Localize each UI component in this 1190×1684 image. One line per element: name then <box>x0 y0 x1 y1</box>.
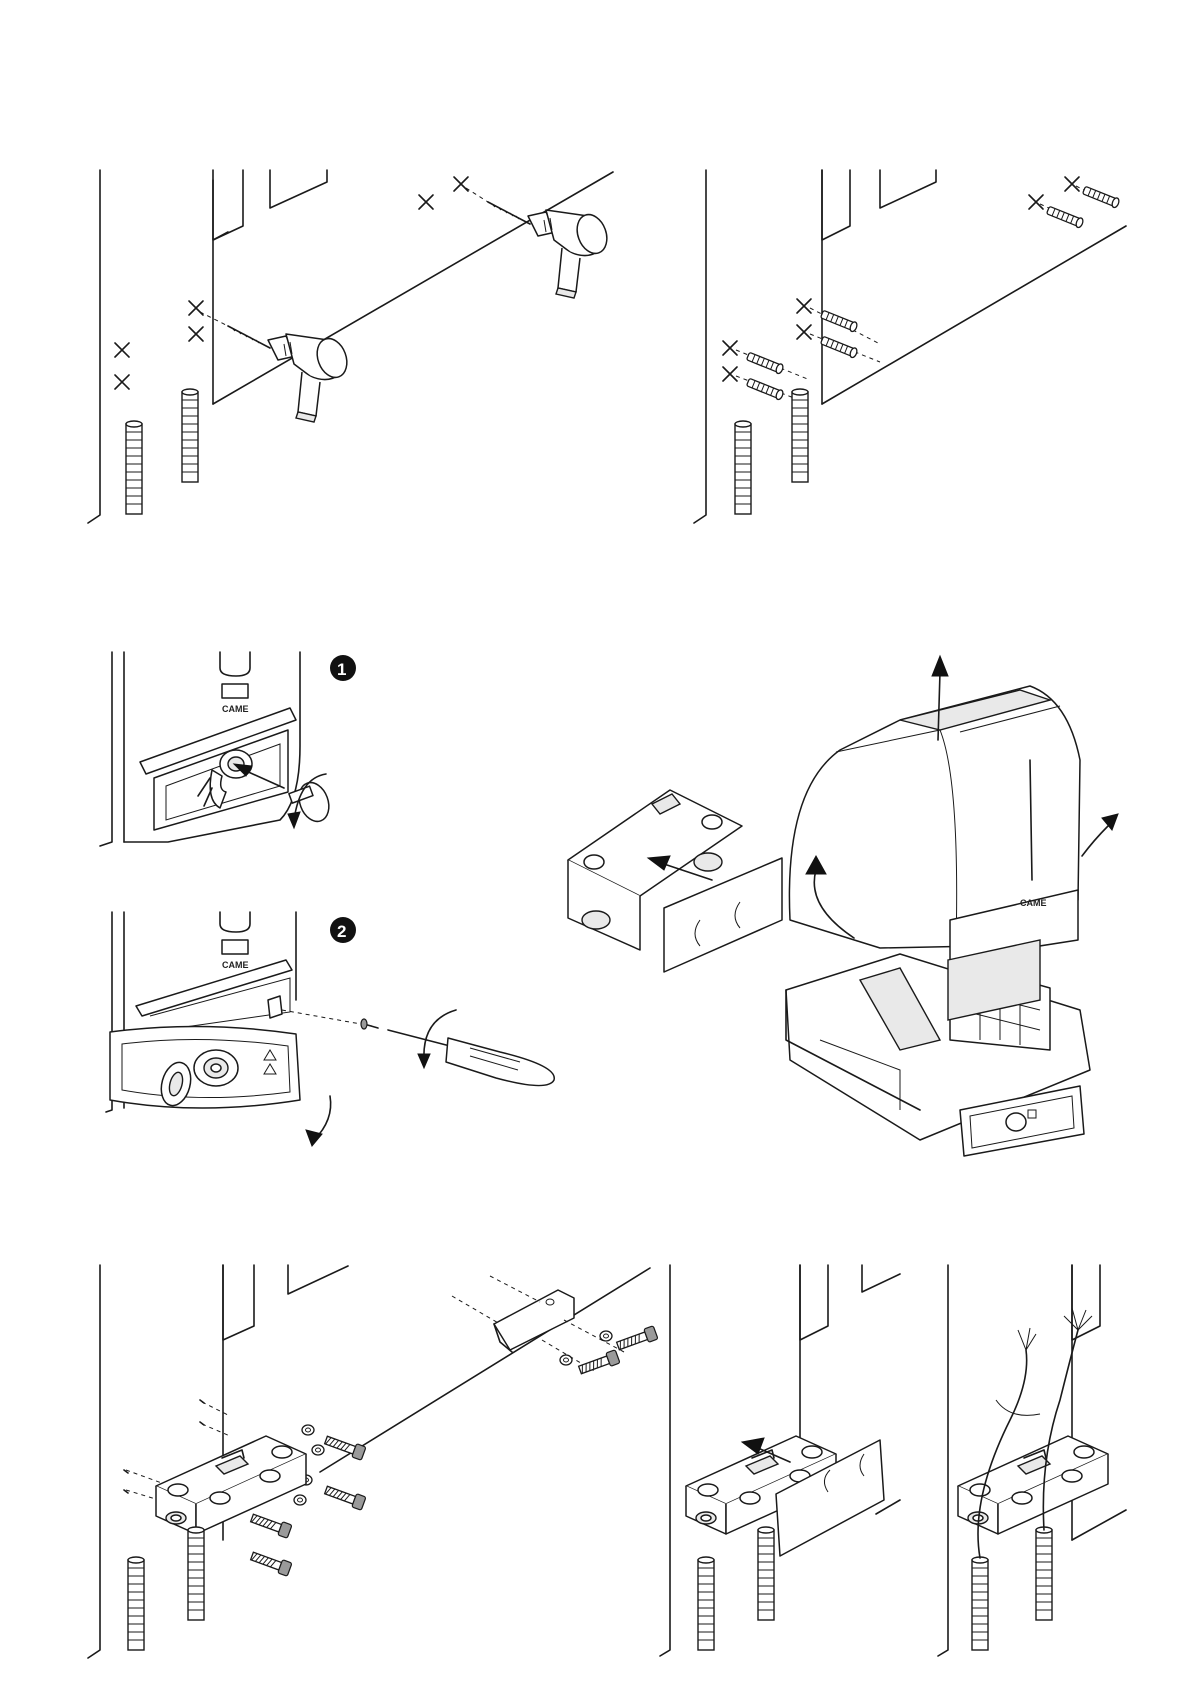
cable-conduit-icon <box>735 389 808 514</box>
step-number-1: 1 <box>330 655 356 681</box>
drill-icon <box>228 326 352 422</box>
figure-remove-housing: CAME <box>568 656 1118 1156</box>
cable-conduit-icon <box>698 1527 774 1650</box>
figure-drill-holes <box>88 170 613 523</box>
cable-conduit-icon <box>128 1527 204 1650</box>
wall-plug-icon <box>736 185 1120 404</box>
brand-label: CAME <box>222 960 249 970</box>
step-number: 1 <box>337 660 346 679</box>
screwdriver-icon <box>388 1030 554 1086</box>
template-icon <box>664 858 782 972</box>
brand-label: CAME <box>1020 898 1047 908</box>
mounting-plate-icon <box>156 1436 306 1534</box>
screw-icon <box>361 1019 378 1029</box>
washer-icon <box>294 1331 612 1505</box>
drill-icon <box>488 202 612 298</box>
figure-insert-plugs <box>694 170 1126 523</box>
figure-fix-mounting-plate <box>88 1265 658 1658</box>
cable-conduit-icon <box>126 389 198 514</box>
step-number: 2 <box>337 922 346 941</box>
figure-open-cover-step-1: CAME 1 <box>100 652 356 846</box>
figure-insert-template <box>660 1265 900 1656</box>
brand-label: CAME <box>222 704 249 714</box>
mounting-plate-icon <box>958 1436 1108 1534</box>
cable-conduit-icon <box>972 1527 1052 1650</box>
figure-route-cables <box>938 1265 1126 1656</box>
bolt-icon <box>250 1326 658 1577</box>
figure-open-cover-step-2: CAME 2 <box>106 912 554 1146</box>
step-number-2: 2 <box>330 917 356 943</box>
wall-icon <box>694 170 1126 523</box>
